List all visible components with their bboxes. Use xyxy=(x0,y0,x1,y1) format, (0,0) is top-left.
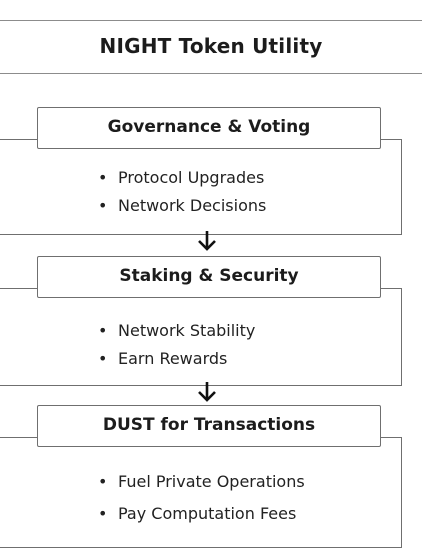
bullet-dot: • xyxy=(98,321,108,340)
arrow-down-icon xyxy=(198,382,216,402)
section-governance-heading: Governance & Voting xyxy=(107,117,311,137)
list-item-text: Earn Rewards xyxy=(118,349,228,368)
list-item-text: Network Decisions xyxy=(118,196,267,215)
list-item: • Earn Rewards xyxy=(96,345,255,373)
list-item: • Fuel Private Operations xyxy=(96,466,305,498)
list-item: • Pay Computation Fees xyxy=(96,498,305,530)
arrow-down-icon xyxy=(198,231,216,251)
list-item: • Protocol Upgrades xyxy=(96,164,266,192)
section-dust-list: • Fuel Private Operations • Pay Computat… xyxy=(96,466,305,530)
list-item-text: Pay Computation Fees xyxy=(118,504,297,523)
list-item-text: Network Stability xyxy=(118,321,256,340)
page-title: NIGHT Token Utility xyxy=(99,34,323,58)
list-item: • Network Decisions xyxy=(96,192,266,220)
section-dust-header: DUST for Transactions xyxy=(37,405,381,447)
bullet-dot: • xyxy=(98,168,108,187)
section-governance-body xyxy=(0,139,402,235)
section-governance-header: Governance & Voting xyxy=(37,107,381,149)
bullet-dot: • xyxy=(98,504,108,523)
bullet-dot: • xyxy=(98,196,108,215)
section-staking-heading: Staking & Security xyxy=(119,266,299,286)
list-item-text: Fuel Private Operations xyxy=(118,472,305,491)
list-item: • Network Stability xyxy=(96,317,255,345)
section-staking-list: • Network Stability • Earn Rewards xyxy=(96,317,255,373)
section-staking-header: Staking & Security xyxy=(37,256,381,298)
title-underline xyxy=(0,73,422,74)
list-item-text: Protocol Upgrades xyxy=(118,168,265,187)
bullet-dot: • xyxy=(98,349,108,368)
section-governance-list: • Protocol Upgrades • Network Decisions xyxy=(96,164,266,220)
bullet-dot: • xyxy=(98,472,108,491)
section-staking-body xyxy=(0,288,402,386)
section-dust-heading: DUST for Transactions xyxy=(102,415,316,435)
top-rule xyxy=(0,20,422,21)
